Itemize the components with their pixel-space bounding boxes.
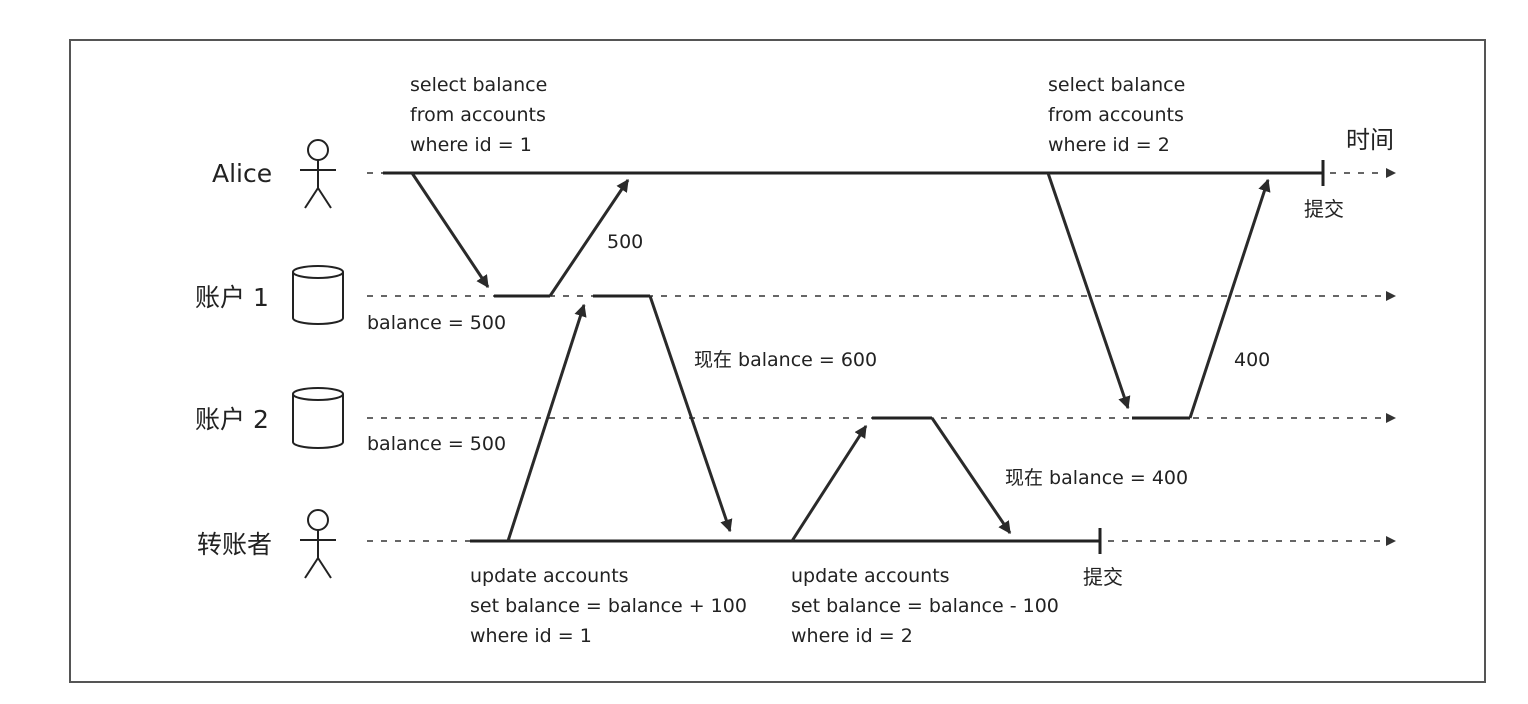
stick-figure-icon	[300, 139, 336, 209]
account2-after-value: 现在 balance = 400	[1005, 467, 1188, 489]
flow-transfer-update-account1	[506, 294, 733, 542]
transferer-commit-label: 提交	[1083, 565, 1123, 589]
alice-commit-label: 提交	[1304, 197, 1344, 221]
account2-initial-value: balance = 500	[367, 433, 506, 455]
arrowhead-icon	[1386, 168, 1396, 178]
account1-initial-value: balance = 500	[367, 312, 506, 334]
alice-read2-result: 400	[1234, 349, 1270, 371]
diagram-frame	[69, 39, 1486, 683]
alice-query1: select balance from accounts where id = …	[410, 74, 553, 156]
alice-query2: select balance from accounts where id = …	[1048, 74, 1191, 156]
transfer-update2: update accounts set balance = balance - …	[791, 565, 1065, 647]
account1-after-value: 现在 balance = 600	[694, 349, 877, 371]
alice-read1-result: 500	[607, 231, 643, 253]
lane-label-account2: 账户 2	[195, 405, 269, 434]
lane-label-transferer: 转账者	[197, 530, 272, 559]
flow-transfer-update-account2	[790, 416, 1012, 542]
flow-alice-read-account2	[1046, 172, 1271, 420]
timeline-alice	[367, 160, 1396, 186]
database-cylinder-icon	[292, 265, 344, 325]
timeline-transferer	[367, 528, 1396, 554]
time-axis-label: 时间	[1346, 126, 1394, 154]
database-cylinder-icon	[292, 387, 344, 449]
arrowhead-icon	[1386, 536, 1396, 546]
transfer-update1: update accounts set balance = balance + …	[470, 565, 753, 647]
lane-label-alice: Alice	[212, 159, 272, 188]
lane-label-account1: 账户 1	[195, 283, 269, 312]
arrowhead-icon	[1386, 291, 1396, 301]
flow-alice-read-account1	[410, 172, 630, 298]
arrowhead-icon	[1386, 413, 1396, 423]
stick-figure-icon	[300, 509, 336, 579]
